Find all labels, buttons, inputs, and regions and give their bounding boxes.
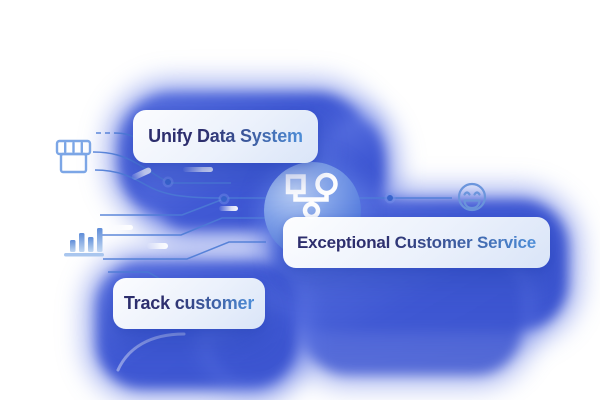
card-label: Unify Data System	[148, 126, 303, 146]
comet-dash	[183, 167, 213, 172]
circuit-dots	[162, 176, 396, 205]
blob-arc-highlight	[116, 332, 186, 372]
circuit-line	[94, 169, 221, 199]
circuit-line	[100, 199, 222, 216]
card-exceptional-customer-service: Exceptional Customer Service	[283, 217, 550, 268]
circuit-line	[92, 151, 167, 182]
circuit-dot	[165, 179, 171, 185]
comet-dash	[219, 206, 238, 211]
circuit-line	[100, 217, 302, 236]
storefront-icon	[55, 139, 92, 174]
card-label: Exceptional Customer Service	[296, 232, 537, 252]
card-unify-data-system: Unify Data System	[133, 110, 318, 163]
card-label: Track customer	[123, 293, 255, 313]
comet-dash	[147, 243, 168, 249]
comet-dash	[131, 167, 152, 180]
comet-dash	[112, 225, 133, 230]
glow-blob-right-lower	[302, 255, 522, 375]
circuit-line	[103, 241, 266, 260]
bar-chart-icon	[64, 228, 104, 257]
smiley-face-icon	[457, 182, 487, 212]
card-track-customer: Track customer	[113, 278, 265, 329]
comet-dashes	[112, 167, 238, 249]
circuit-dot	[221, 196, 227, 202]
circuit-dot	[387, 195, 393, 201]
